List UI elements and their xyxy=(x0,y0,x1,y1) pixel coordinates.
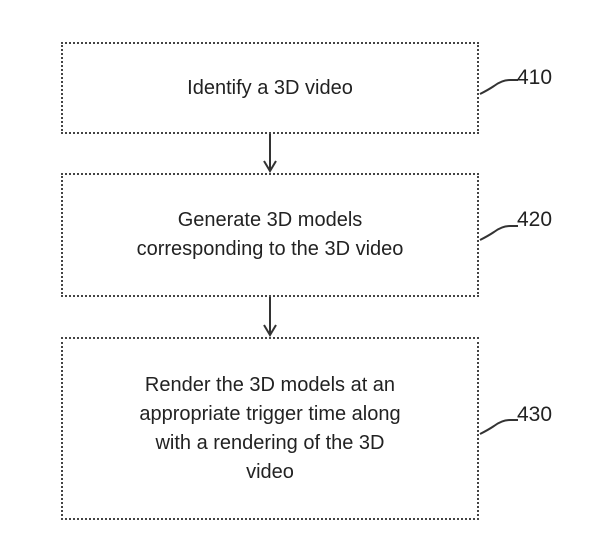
step-box-410: Identify a 3D video xyxy=(61,42,479,134)
step-text: video xyxy=(246,460,294,483)
step-text: Render the 3D models at an xyxy=(144,373,396,396)
step-text: Generate 3D models xyxy=(177,209,363,231)
step-text: Identify a 3D video xyxy=(187,76,353,99)
arrowhead-icon xyxy=(263,324,277,337)
step-box-420: Generate 3D models corresponding to the … xyxy=(61,173,479,297)
step-text: appropriate trigger time along xyxy=(139,402,401,425)
leader-410 xyxy=(479,79,518,95)
ref-label-430: 430 xyxy=(517,403,553,426)
leader-430 xyxy=(479,419,518,435)
leader-420 xyxy=(479,225,518,241)
step-text: corresponding to the 3D video xyxy=(136,238,404,260)
step-text: with a rendering of the 3D xyxy=(155,431,385,454)
arrowhead-icon xyxy=(263,160,277,173)
ref-label-420: 420 xyxy=(517,208,553,231)
step-box-430: Render the 3D models at an appropriate t… xyxy=(61,337,479,520)
ref-label-410: 410 xyxy=(517,66,553,89)
